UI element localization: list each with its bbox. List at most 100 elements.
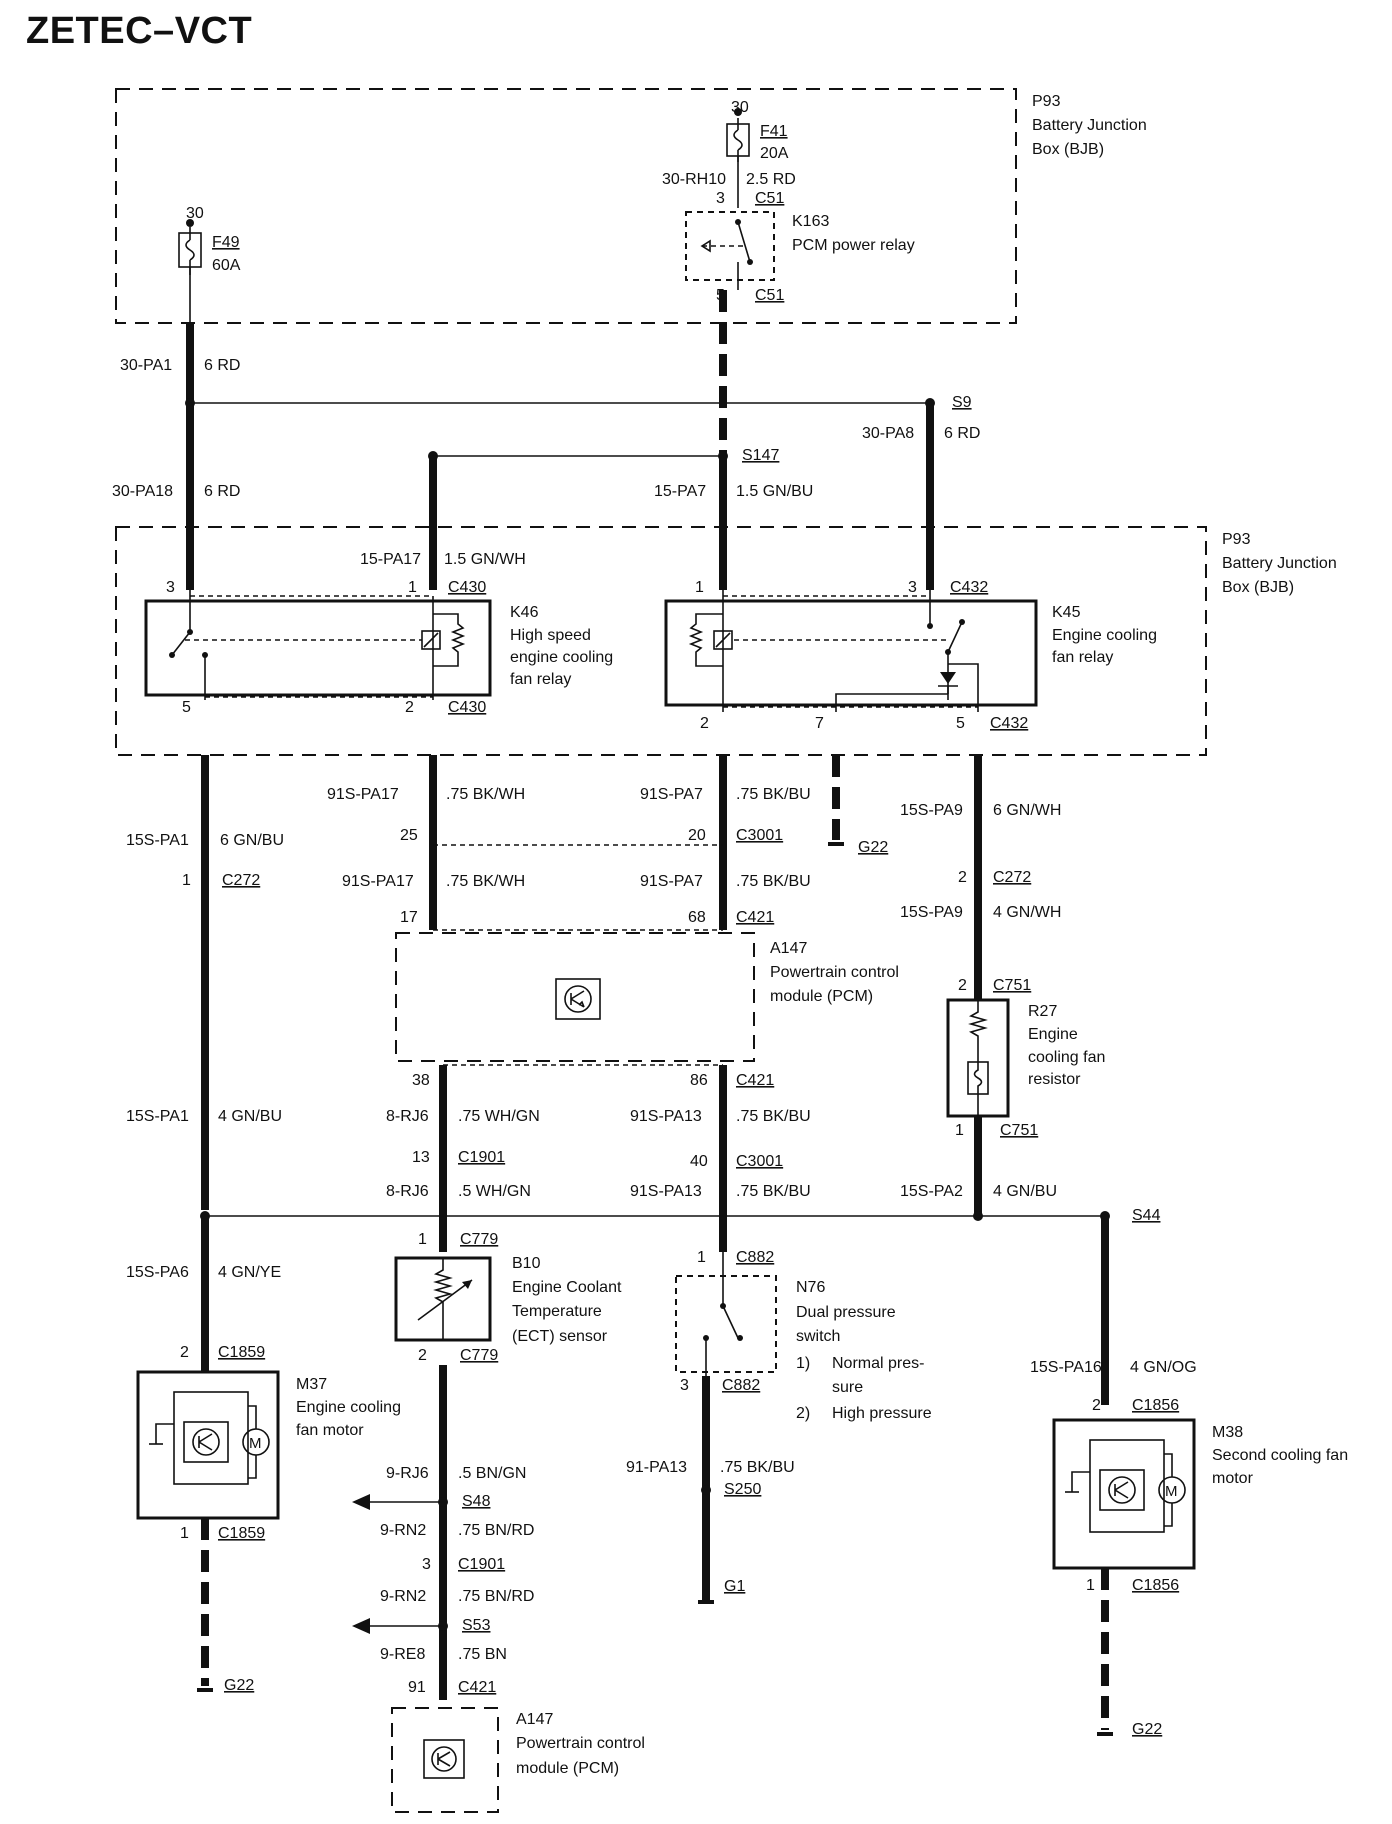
conn-label: C272: [993, 869, 1031, 886]
conn-label: C1856: [1132, 1397, 1179, 1414]
conn-label: C1901: [458, 1149, 505, 1166]
conn-pin-label: 25: [400, 827, 418, 844]
n76-note2-num: 2): [796, 1405, 810, 1422]
k45-pin-label: 1: [695, 579, 704, 596]
wire-label-id: 15S-PA1: [126, 1108, 189, 1125]
wire-label-spec: 6 RD: [944, 425, 980, 442]
wire-label-id: 91-PA13: [626, 1459, 687, 1476]
conn-label: C272: [222, 872, 260, 889]
n76-desc2: switch: [796, 1328, 840, 1345]
wire-label-id: 30-PA1: [120, 357, 172, 374]
k46-pin-label: 3: [166, 579, 175, 596]
wire-label-id: 91S-PA17: [327, 786, 399, 803]
n76-id: N76: [796, 1279, 825, 1296]
pressure-switch-icon: [703, 1252, 743, 1376]
a147-bot-id: A147: [516, 1711, 553, 1728]
k46-pin-label: 1: [408, 579, 417, 596]
f41-fuse-icon: [726, 118, 750, 162]
svg-text:M: M: [1165, 1483, 1178, 1500]
a147-top-desc2: module (PCM): [770, 988, 873, 1005]
k45-conn-label: C432: [990, 715, 1028, 732]
f41-rating: 20A: [760, 145, 789, 162]
splice-s44: S44: [1132, 1207, 1161, 1224]
wire-label-id: 8-RJ6: [386, 1183, 429, 1200]
ground-g22-top: G22: [858, 839, 888, 856]
wire-label-id: 15S-PA16: [1030, 1359, 1102, 1376]
wire-label-spec: 4 GN/BU: [993, 1183, 1057, 1200]
m37-id: M37: [296, 1376, 327, 1393]
conn-label: C882: [736, 1249, 774, 1266]
k45-pin-label: 2: [700, 715, 709, 732]
r27-desc1: Engine: [1028, 1026, 1078, 1043]
p93-mid-box: [115, 526, 1207, 756]
wire-label-spec: .75 BK/BU: [736, 1108, 811, 1125]
m38-id: M38: [1212, 1424, 1243, 1441]
b10-desc2: Temperature: [512, 1303, 602, 1320]
r27-id: R27: [1028, 1003, 1057, 1020]
n76-note1-num: 1): [796, 1355, 810, 1372]
conn-pin-label: 1: [1086, 1577, 1095, 1594]
conn-pin-label: 1: [697, 1249, 706, 1266]
k45-pin-label: 3: [908, 579, 917, 596]
k45-conn-label: C432: [950, 579, 988, 596]
wire-label-id: 15S-PA9: [900, 904, 963, 921]
wire-label-id: 15S-PA9: [900, 802, 963, 819]
conn-pin-label: 1: [955, 1122, 964, 1139]
wire-label-spec: .75 BK/BU: [720, 1459, 795, 1476]
conn-pin-label: 17: [400, 909, 418, 926]
k46-id: K46: [510, 604, 539, 621]
wire-label-id: 15-PA7: [654, 483, 706, 500]
wire-label-id: 15S-PA2: [900, 1183, 963, 1200]
wire-label-spec: .75 BN/RD: [458, 1588, 534, 1605]
conn-label: C751: [993, 977, 1031, 994]
m38-desc2: motor: [1212, 1470, 1254, 1487]
pcm-chip-icon: [555, 978, 601, 1020]
ground-g1: G1: [724, 1578, 745, 1595]
ground-g22-right: G22: [1132, 1721, 1162, 1738]
conn-pin-label: 2: [180, 1344, 189, 1361]
b10-desc1: Engine Coolant: [512, 1279, 622, 1296]
wire-label-id: 15S-PA6: [126, 1264, 189, 1281]
wire-label-id: 30-PA18: [112, 483, 173, 500]
n76-note1-b: sure: [832, 1379, 863, 1396]
conn-label: C882: [722, 1377, 760, 1394]
wire-label-spec: .75 WH/GN: [458, 1108, 540, 1125]
wire-label-id: 30-RH10: [662, 171, 726, 188]
f41-id: F41: [760, 123, 788, 140]
conn-label: C1859: [218, 1525, 265, 1542]
k163-switch-icon: [700, 219, 753, 290]
a147-bot-desc1: Powertrain control: [516, 1735, 645, 1752]
p93-top-id: P93: [1032, 93, 1061, 110]
wire-label-spec: 1.5 GN/BU: [736, 483, 813, 500]
conn-pin-label: 3: [680, 1377, 689, 1394]
wire-label-spec: .75 BK/BU: [736, 786, 811, 803]
conn-pin-label: 2: [1092, 1397, 1101, 1414]
b10-desc3: (ECT) sensor: [512, 1328, 608, 1345]
k45-id: K45: [1052, 604, 1081, 621]
m37-motor-icon: M: [149, 1391, 270, 1485]
wire-label-id: 9-RJ6: [386, 1465, 429, 1482]
wire-label-id: 9-RN2: [380, 1522, 426, 1539]
splice-s9: S9: [952, 394, 972, 411]
p93-mid-name2: Box (BJB): [1222, 579, 1294, 596]
b10-id: B10: [512, 1255, 541, 1272]
wire-label-spec: 4 GN/BU: [218, 1108, 282, 1125]
conn-label: C1856: [1132, 1577, 1179, 1594]
conn-label: C3001: [736, 827, 783, 844]
m38-motor-icon: M: [1065, 1439, 1186, 1533]
wire-label-spec: .75 BK/WH: [446, 873, 525, 890]
wire-label-id: 9-RE8: [380, 1646, 425, 1663]
p93-mid-name: Battery Junction: [1222, 555, 1337, 572]
splice-s250: S250: [724, 1481, 761, 1498]
conn-label: C1901: [458, 1556, 505, 1573]
splice-s48: S48: [462, 1493, 491, 1510]
a147-bot-desc2: module (PCM): [516, 1760, 619, 1777]
a147-top-desc1: Powertrain control: [770, 964, 899, 981]
splice-s147: S147: [742, 447, 779, 464]
conn-pin-label: 20: [688, 827, 706, 844]
conn-label: C751: [1000, 1122, 1038, 1139]
wire-label-id: 30-PA8: [862, 425, 914, 442]
m37-desc1: Engine cooling: [296, 1399, 401, 1416]
wire-label-id: 9-RN2: [380, 1588, 426, 1605]
f41-pin: 30: [731, 99, 749, 116]
